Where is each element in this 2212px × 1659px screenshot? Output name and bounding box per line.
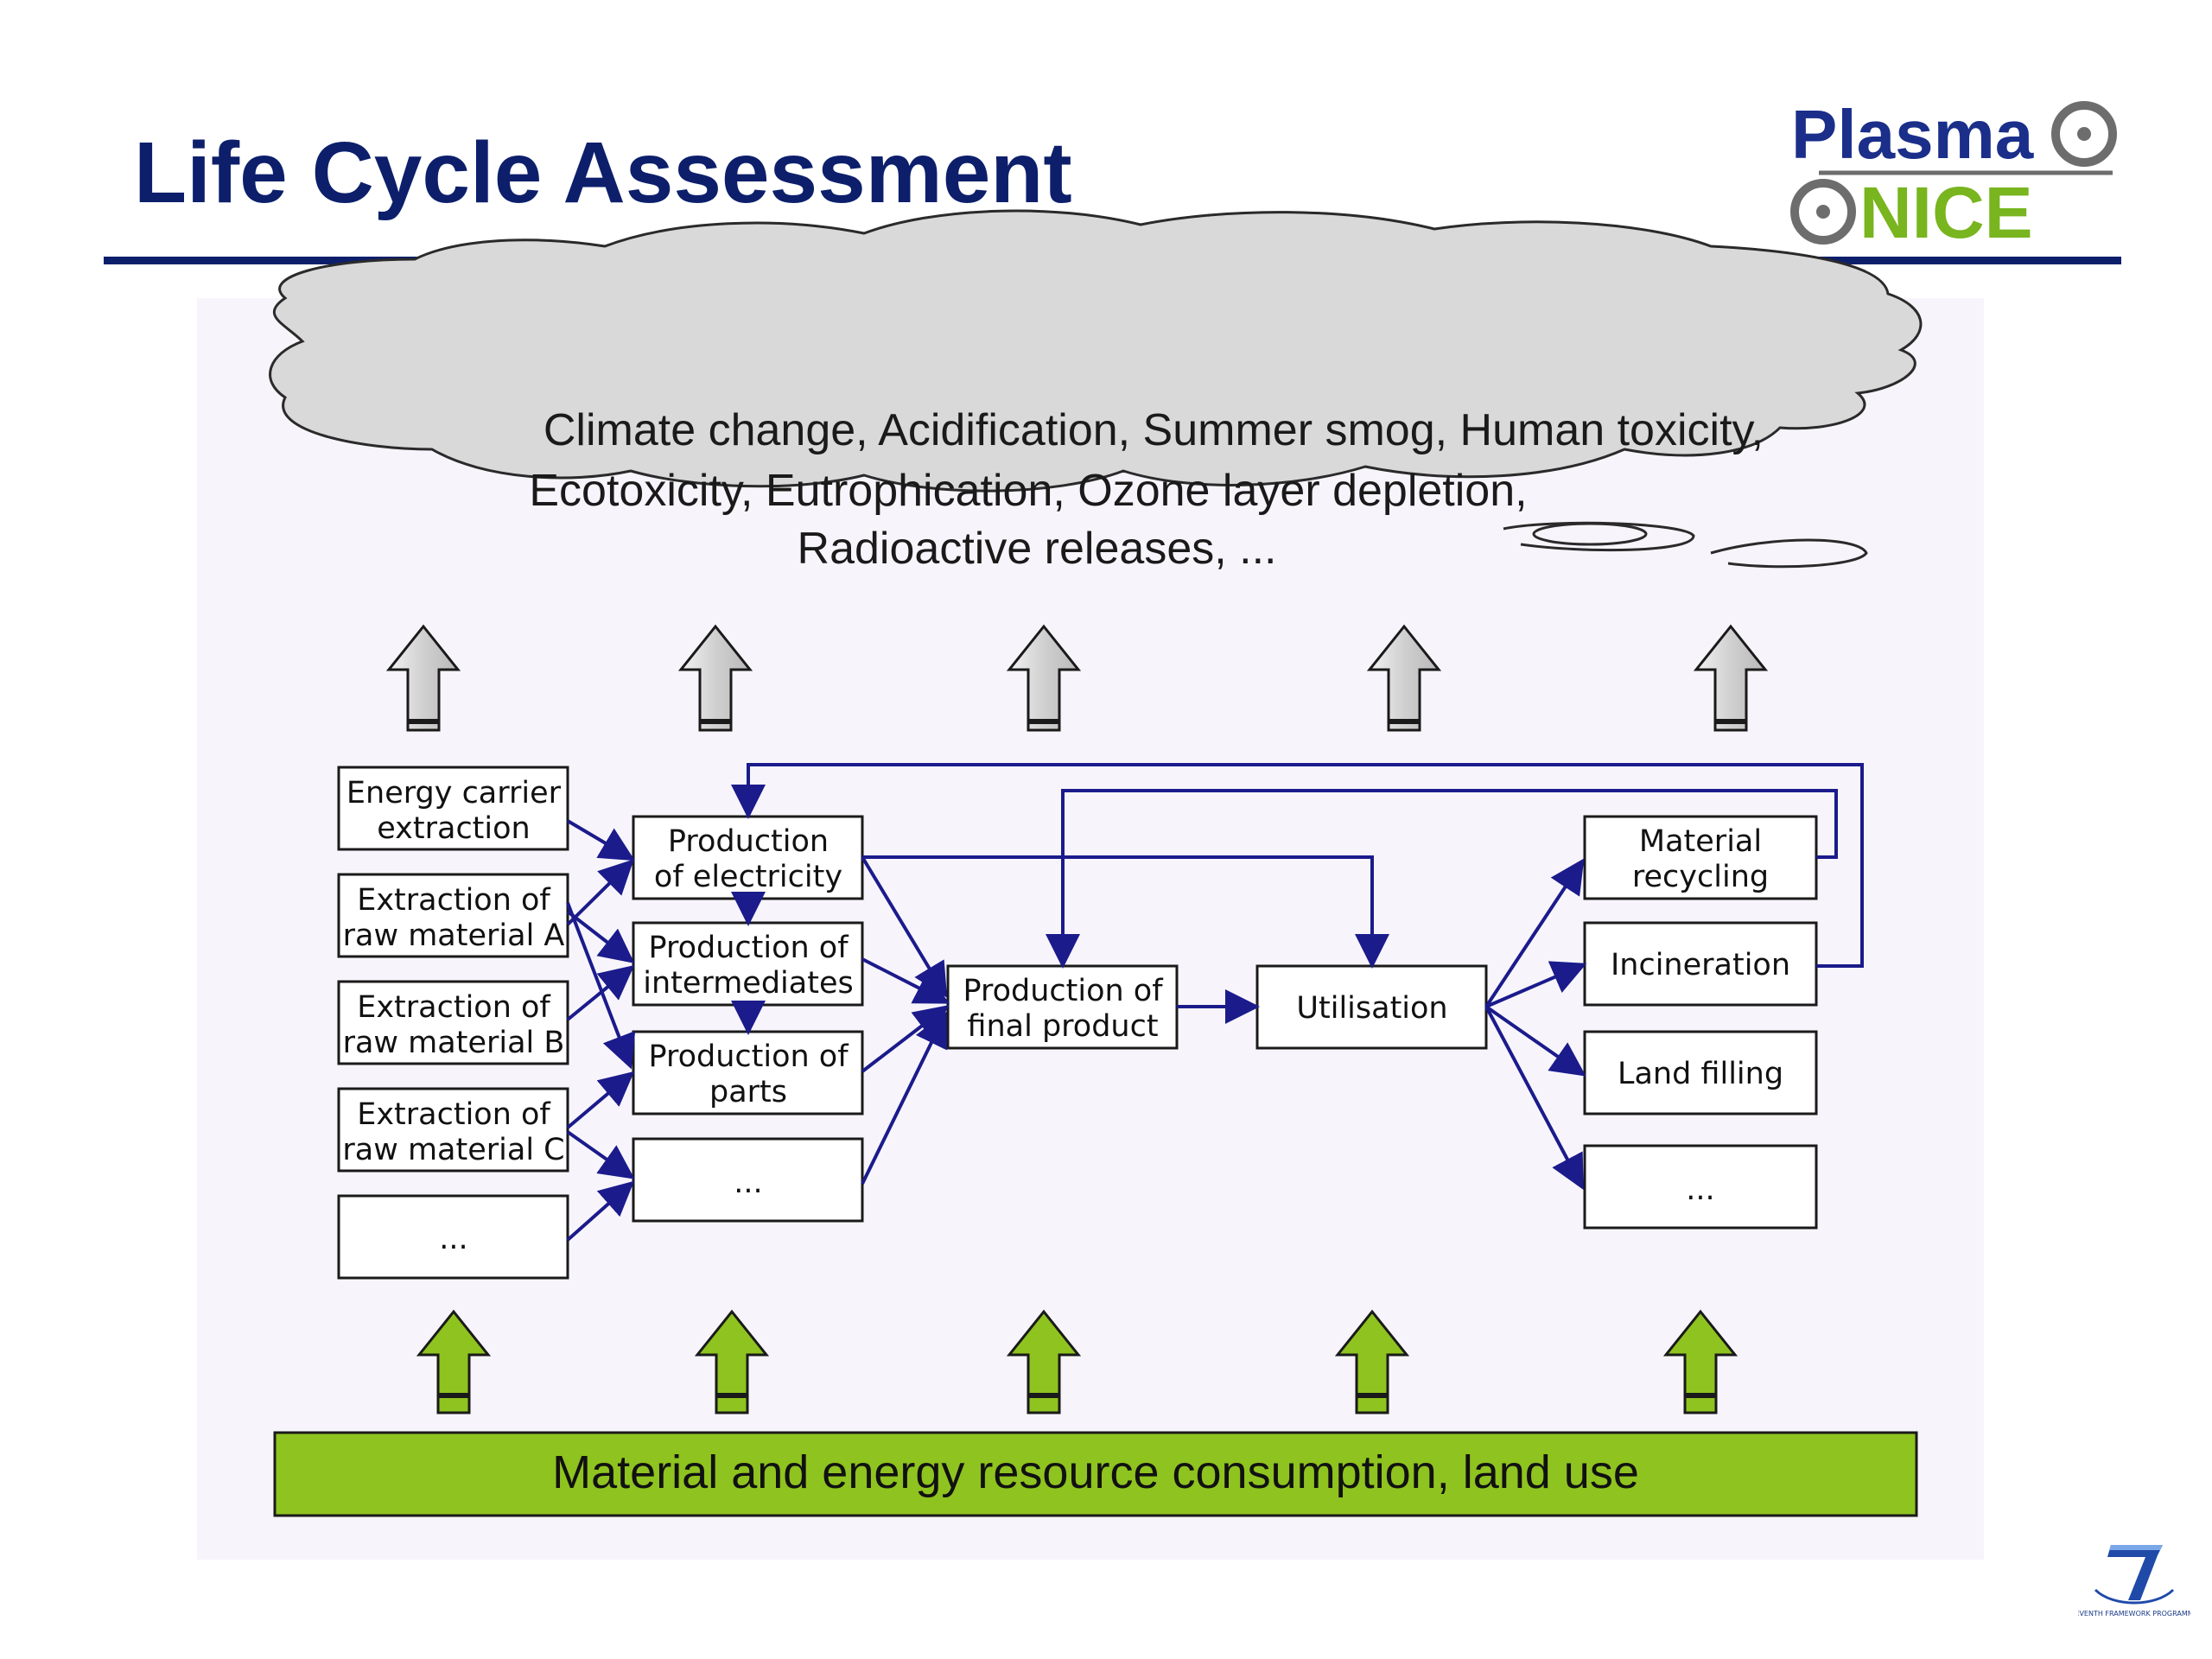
- emission-arrows: [385, 624, 1769, 732]
- node-production-more-label: ...: [734, 1166, 762, 1200]
- impact-text-line3: Radioactive releases, ...: [798, 524, 1277, 574]
- impact-text-line1: Climate change, Acidification, Summer sm…: [543, 405, 1764, 455]
- logo-word-plasma: Plasma: [1791, 96, 2034, 173]
- flow-utilisation-to-recycling: [1484, 858, 1585, 1008]
- resource-arrow-4-icon: [1334, 1309, 1410, 1414]
- flow-utilisation-to-incineration: [1485, 961, 1587, 1008]
- emission-arrow-4-icon: [1366, 624, 1442, 732]
- logo-ring-top-icon: [2051, 101, 2117, 167]
- node-energy-carrier-label-2: extraction: [377, 811, 530, 846]
- node-extraction-more: [337, 1194, 569, 1280]
- flow-utilisation-to-landfill: [1484, 1005, 1586, 1077]
- resource-arrows: [416, 1309, 1738, 1414]
- cloud-swirl: [1503, 521, 1695, 552]
- emission-arrow-5-icon: [1693, 624, 1769, 732]
- logo-word-nice: NICE: [1859, 172, 2033, 253]
- flow-recycling-to-final: [1046, 789, 1838, 969]
- node-production-parts: [632, 1030, 864, 1116]
- flow-electricity-to-utilisation: [862, 855, 1389, 969]
- emission-arrow-2-icon: [677, 624, 753, 732]
- emission-arrow-3-icon: [1006, 624, 1082, 732]
- node-recycling-label-2: recycling: [1632, 860, 1769, 894]
- flow-incineration-to-electricity: [731, 763, 1864, 968]
- node-end-of-life-more-label: ...: [1686, 1173, 1714, 1207]
- node-extraction-raw-material-c: [337, 1087, 569, 1173]
- fp7-caption: SEVENTH FRAMEWORK PROGRAMME: [2078, 1610, 2190, 1618]
- flow-b-to-intermediates: [566, 964, 635, 1021]
- cloud-tail: [1710, 538, 1868, 569]
- node-energy-carrier-label-1: Energy carrier: [346, 776, 562, 810]
- resource-arrow-3-icon: [1006, 1309, 1082, 1414]
- node-incineration-label: Incineration: [1611, 948, 1790, 982]
- flow-c-to-more: [566, 1130, 635, 1179]
- node-final-product-label-2: final product: [967, 1009, 1158, 1044]
- node-extraction-raw-material-a: [337, 873, 569, 958]
- node-electricity-label-2: of electricity: [654, 860, 842, 894]
- resource-arrow-2-icon: [694, 1309, 770, 1414]
- node-land-filling: [1583, 1030, 1818, 1116]
- node-end-of-life-more: [1583, 1144, 1818, 1230]
- node-material-recycling: [1583, 815, 1818, 900]
- flow-a-to-intermediates: [566, 910, 635, 963]
- fp7-logo: SEVENTH FRAMEWORK PROGRAMME: [2078, 1545, 2190, 1618]
- flow-a-to-parts: [566, 902, 636, 1070]
- resource-consumption-label: Material and energy resource consumption…: [552, 1446, 1639, 1498]
- node-raw-b-label-2: raw material B: [343, 1026, 565, 1060]
- impact-cloud: Climate change, Acidification, Summer sm…: [269, 209, 1923, 574]
- logo-ring-bottom-icon: [1790, 179, 1856, 245]
- node-parts-label-1: Production of: [648, 1039, 849, 1074]
- node-raw-c-label-1: Extraction of: [357, 1097, 550, 1132]
- logo-dot-bottom: [1816, 205, 1830, 219]
- node-energy-carrier-extraction: [337, 766, 569, 851]
- node-production-final-product: [946, 964, 1179, 1050]
- flow-c-to-parts: [566, 1071, 635, 1129]
- node-parts-label-2: parts: [709, 1075, 787, 1109]
- slide-title: Life Cycle Assessment: [134, 124, 1072, 221]
- flow-more-to-final: [861, 1011, 947, 1185]
- node-raw-c-label-2: raw material C: [342, 1133, 564, 1167]
- node-extraction-more-label: ...: [439, 1222, 467, 1256]
- node-production-intermediates: [632, 921, 864, 1007]
- resource-arrow-5-icon: [1662, 1309, 1738, 1414]
- node-extraction-raw-material-b: [337, 980, 569, 1065]
- impact-text-line2: Ecotoxicity, Eutrophication, Ozone layer…: [529, 466, 1527, 516]
- node-raw-a-label-2: raw material A: [343, 918, 565, 953]
- node-utilisation: [1255, 964, 1488, 1050]
- node-raw-a-label-1: Extraction of: [357, 883, 550, 918]
- node-utilisation-label: Utilisation: [1296, 991, 1447, 1026]
- flow-energy-to-electricity: [566, 819, 635, 861]
- node-intermediates-label-1: Production of: [648, 931, 849, 965]
- node-electricity-label-1: Production: [668, 824, 829, 859]
- fp7-seven-icon: [2094, 1545, 2175, 1605]
- flow-more-to-more: [566, 1180, 634, 1242]
- flow-a-to-electricity: [566, 859, 634, 926]
- node-raw-b-label-1: Extraction of: [357, 990, 550, 1025]
- logo-dot-top: [2077, 127, 2091, 141]
- flow-utilisation-to-more: [1484, 1006, 1584, 1191]
- flow-arrows: [566, 763, 1864, 1242]
- node-final-product-label-1: Production of: [963, 974, 1163, 1008]
- cloud-swirl-ring: [1532, 522, 1648, 546]
- node-recycling-label-1: Material: [1639, 824, 1762, 859]
- resource-arrow-1-icon: [416, 1309, 492, 1414]
- node-intermediates-label-2: intermediates: [643, 966, 853, 1001]
- resource-consumption-bar: Material and energy resource consumption…: [273, 1431, 1918, 1517]
- plasmanice-logo: Plasma NICE: [1790, 96, 2117, 253]
- node-land-filling-label: Land filling: [1618, 1057, 1783, 1091]
- flow-electricity-to-final: [861, 855, 948, 998]
- flow-intermediates-to-final: [861, 957, 950, 1004]
- emission-arrow-1-icon: [385, 624, 461, 732]
